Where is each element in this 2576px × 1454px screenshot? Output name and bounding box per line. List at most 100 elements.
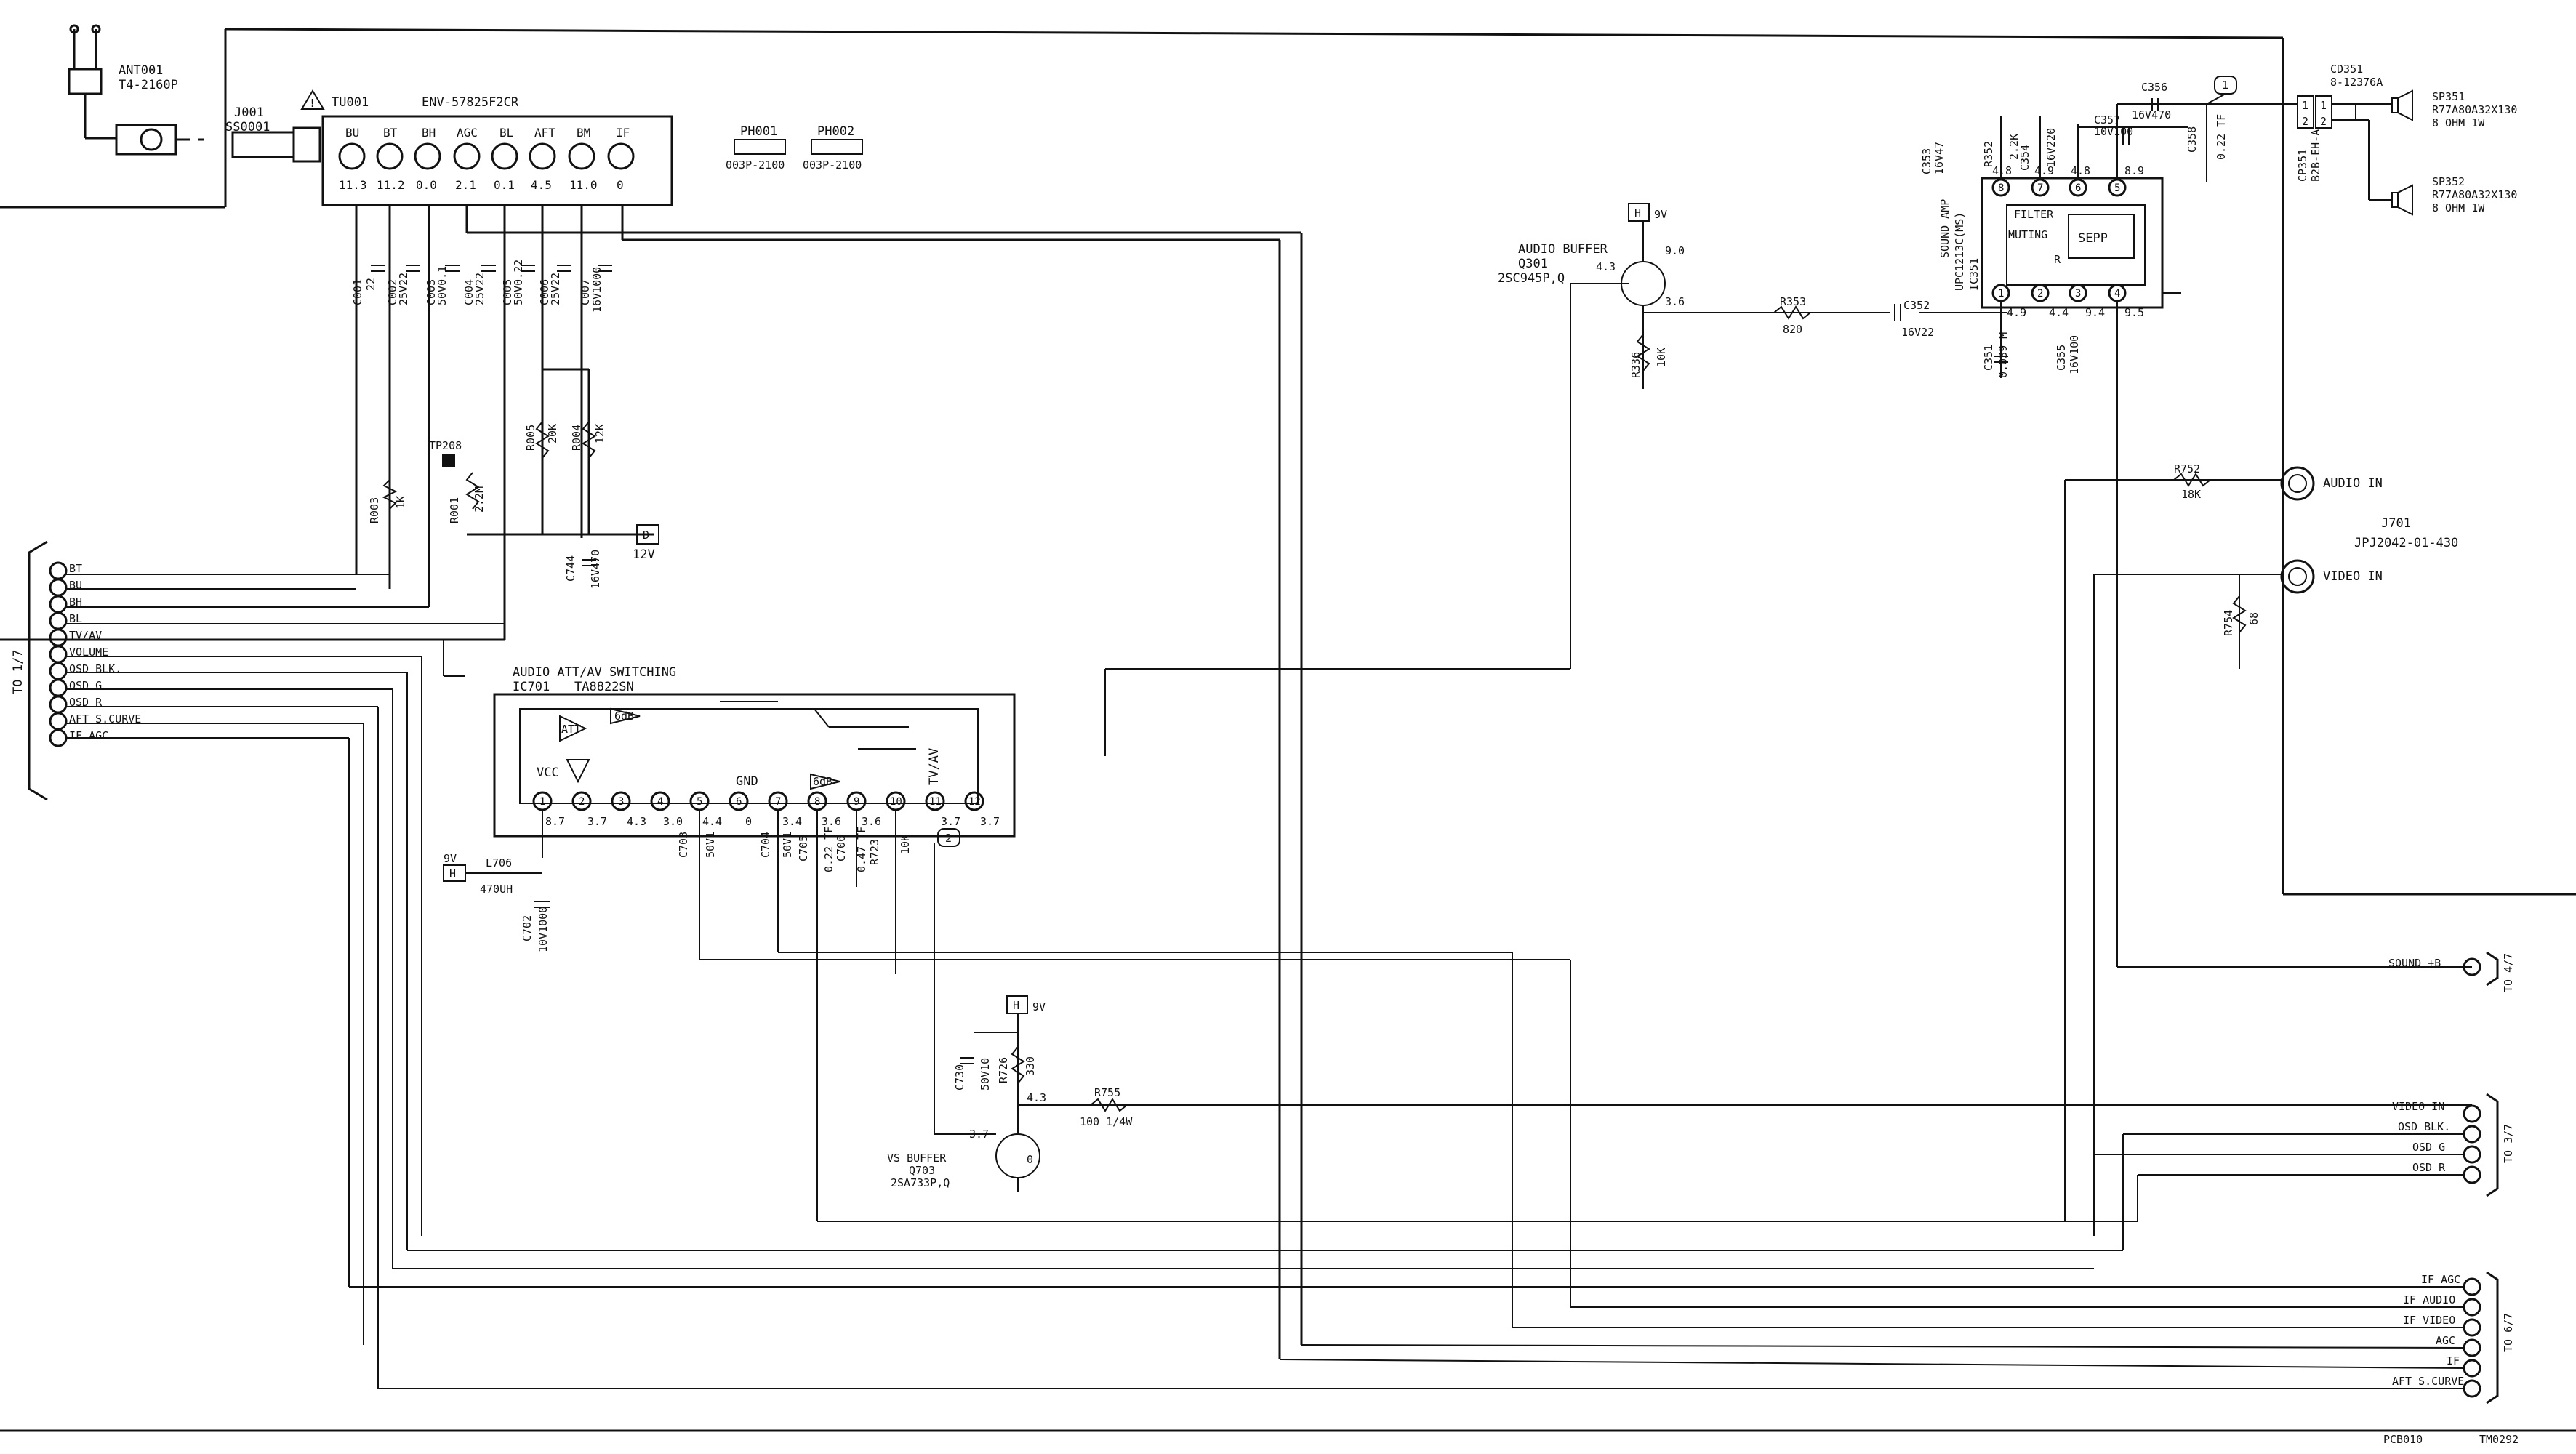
footer-tm: TM0292 [2479, 1433, 2519, 1446]
tuner-pin-agc: AGC [457, 126, 478, 140]
c351-val: 0.039 M [1997, 332, 2010, 378]
r353-ref: R353 [1780, 295, 1806, 308]
q703-ref: Q703 [909, 1164, 935, 1177]
conn-sound-pin: SOUND +B [2388, 957, 2441, 970]
ic701-title: AUDIO ATT/AV SWITCHING [513, 665, 676, 680]
ic701-tvav: TV/AV [927, 748, 942, 785]
q301-ref: Q301 [1518, 257, 1548, 271]
r755-val: 100 1/4W [1080, 1115, 1133, 1128]
ic701-vcc: VCC [537, 766, 559, 780]
q703-ve: 4.3 [1027, 1091, 1046, 1104]
conn-video-osdblk: OSD BLK. [2398, 1120, 2450, 1133]
ph001-ref: PH001 [740, 124, 777, 139]
ph002-part: 003P-2100 [803, 158, 862, 172]
c354-val: 16V220 [2045, 128, 2058, 167]
ic701-caps: C703 50V1 C704 50V1 C705 0.22 TF C706 0.… [677, 827, 960, 872]
ic351-v-3: 9.4 [2085, 306, 2105, 319]
conn-video-osdr: OSD R [2412, 1161, 2446, 1174]
ic351-v-6: 4.8 [2071, 164, 2090, 177]
sp351-spec: 8 OHM 1W [2432, 116, 2485, 129]
conn-video-label: TO 3/7 [2502, 1124, 2515, 1163]
c706-ref: C706 [835, 835, 848, 861]
ic351-part: UPC1213C(MS) [1953, 212, 1966, 291]
ic701-pin-5: 5 [697, 796, 702, 808]
q703-h-marker: H [1013, 999, 1019, 1012]
r353-val: 820 [1783, 323, 1802, 336]
tuner-v-agc: 2.1 [455, 178, 476, 192]
ic701-v-5: 4.4 [702, 815, 722, 828]
cd351-ref: CD351 [2330, 63, 2363, 76]
c005-val: 50V0.22 [512, 260, 525, 305]
ic351-ref: IC351 [1967, 258, 1981, 291]
ic351-pin-1: 1 [1998, 288, 2004, 300]
c730-val: 50V10 [979, 1058, 992, 1090]
q703-vb: 3.7 [969, 1128, 989, 1141]
sp352-part: R77A80A32X130 [2432, 188, 2517, 201]
r336-ref: R336 [1629, 352, 1642, 378]
ic701-v-2: 3.7 [587, 815, 607, 828]
tuner-tu001: ! TU001 ENV-57825F2CR BU BT BH AGC BL AF… [300, 89, 673, 640]
ic701-v-6: 0 [745, 815, 752, 828]
l706-supply: 9V [444, 852, 457, 865]
conn-video-osdg: OSD G [2412, 1141, 2445, 1154]
c353-val: 16V47 [1933, 142, 1946, 174]
ic351-pin-5: 5 [2114, 182, 2120, 194]
svg-text:1: 1 [2320, 99, 2327, 112]
ic701-block-6db-b: 6dB [813, 775, 832, 788]
r752-ref: R752 [2174, 462, 2200, 475]
r001-val: 2.2M [473, 486, 486, 513]
svg-text:1: 1 [2302, 99, 2308, 112]
ic701-v-10: 3.6 [862, 815, 881, 828]
ic701-pin-10: 10 [890, 796, 902, 808]
cp351-part: B2B-EH-A [2309, 129, 2322, 182]
j701-video-in: VIDEO IN [2323, 569, 2383, 584]
footer-pcb: PCB010 [2383, 1433, 2423, 1446]
supply-12v: 12V [633, 547, 655, 562]
c351-ref: C351 [1982, 345, 1995, 371]
c358-ref: C358 [2186, 126, 2199, 153]
c355-val: 16V100 [2068, 335, 2081, 374]
antenna-ref: ANT001 [119, 63, 163, 78]
conn-left-bl: BL [69, 612, 82, 625]
tuner-v-bt: 11.2 [377, 178, 405, 192]
sp352-spec: 8 OHM 1W [2432, 201, 2485, 214]
tuner-v-if: 0 [617, 178, 624, 192]
sp352-ref: SP352 [2432, 175, 2465, 188]
c706-val: 0.47 TF [855, 827, 868, 872]
j701-part: JPJ2042-01-430 [2354, 536, 2458, 550]
ic701-gnd: GND [736, 774, 758, 789]
c005-ref: C005 [501, 279, 514, 305]
q301-title: AUDIO BUFFER [1518, 242, 1608, 257]
conn-if-aftscurve: AFT S.CURVE [2392, 1375, 2464, 1388]
c705-val: 0.22 TF [822, 827, 835, 872]
conn-left-aftscurve: AFT S.CURVE [69, 712, 141, 726]
q301-ve: 3.6 [1665, 295, 1685, 308]
ic351-caps: C353 16V47 R352 2.2K C354 16V220 C357 10… [1920, 113, 2133, 378]
c704-ref: C704 [759, 832, 772, 858]
r726-ref: R726 [997, 1057, 1010, 1083]
ic351-sound-amp: SOUND AMP UPC1213C(MS) IC351 FILTER MUTI… [1938, 116, 2472, 968]
c007-ref: C007 [579, 279, 592, 305]
svg-text:2: 2 [2302, 115, 2308, 128]
c705-ref: C705 [797, 835, 810, 861]
ic351-pin-2: 2 [2037, 288, 2043, 300]
c357-ref: C357 [2094, 113, 2120, 126]
j701-ref: J701 [2381, 516, 2411, 531]
ic351-pin-7: 7 [2037, 182, 2043, 194]
conn-left-osdr: OSD R [69, 696, 103, 709]
conn-if-label: TO 6/7 [2502, 1313, 2515, 1352]
ic701-ref: IC701 [513, 680, 550, 694]
c702-val: 10V1000 [537, 907, 550, 952]
connector-to-1-7: TO 1/7 BT BU BH BL TV/AV VOLUME OSD BLK.… [11, 540, 505, 1389]
ic701-v-4: 3.0 [663, 815, 683, 828]
tuner-pin-bt: BT [383, 126, 398, 140]
c730-ref: C730 [953, 1064, 966, 1090]
antenna-part: T4-2160P [119, 78, 178, 92]
q301-h-marker: H [1634, 206, 1641, 220]
c744-val: 16V470 [589, 550, 602, 589]
c354-ref: C354 [2018, 145, 2031, 171]
c002-ref: C002 [386, 279, 399, 305]
l706-c702: H 9V L706 470UH C702 10V1000 [443, 852, 550, 952]
c744-ref: C744 [564, 555, 577, 582]
